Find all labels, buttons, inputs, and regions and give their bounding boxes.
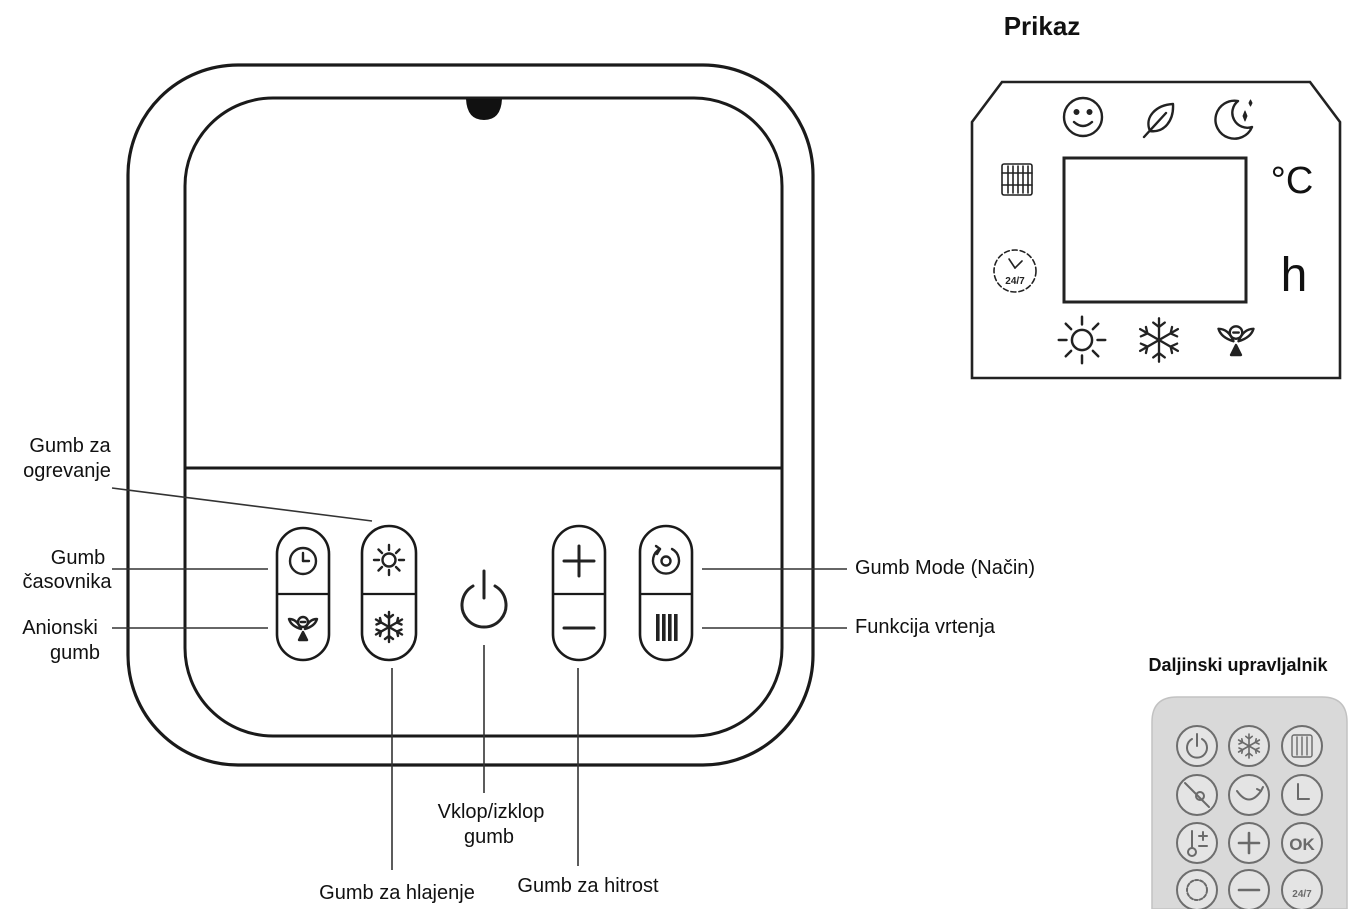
timer-24-7-icon: 24/7 bbox=[993, 249, 1037, 293]
remote-power-button[interactable] bbox=[1176, 725, 1218, 767]
timer-button-label-line2: časovnika bbox=[23, 571, 113, 593]
remote-sleep-icon bbox=[1236, 786, 1264, 801]
heat-cool-button-pill[interactable] bbox=[360, 524, 418, 662]
sensor-notch bbox=[466, 99, 502, 120]
remote-ok-label: OK bbox=[1289, 835, 1315, 854]
remote-title: Daljinski upravljalnik bbox=[1148, 655, 1328, 675]
remote-24-7-label: 24/7 bbox=[1292, 889, 1312, 900]
timer-button-label-line1: Gumb bbox=[51, 547, 105, 569]
display-title: Prikaz bbox=[1004, 11, 1081, 41]
remote-temperature-button[interactable] bbox=[1176, 822, 1218, 864]
anion-button-label-line2: gumb bbox=[50, 642, 100, 664]
heat-button-label-line2: ogrevanje bbox=[23, 460, 111, 482]
remote-ok-button[interactable]: OK bbox=[1281, 822, 1323, 864]
mode-button-label: Gumb Mode (Način) bbox=[855, 557, 1035, 579]
remote-thermometer-icon bbox=[1187, 830, 1208, 857]
display-screen bbox=[1062, 156, 1248, 304]
leaf-icon bbox=[1142, 102, 1175, 139]
remote-heater-button[interactable] bbox=[1281, 725, 1323, 767]
speed-button-pill[interactable] bbox=[551, 524, 607, 662]
smiley-icon bbox=[1062, 96, 1104, 138]
power-icon[interactable] bbox=[460, 569, 508, 629]
display-panel: 24/7 °C h bbox=[970, 80, 1342, 380]
remote-sleep-button[interactable] bbox=[1228, 774, 1270, 816]
rotation-icon[interactable] bbox=[651, 544, 681, 575]
remote-plus-icon bbox=[1237, 831, 1261, 855]
swing-icon[interactable] bbox=[656, 614, 678, 641]
remote-heater-icon bbox=[1291, 734, 1313, 758]
callout-lines bbox=[111, 487, 847, 870]
remote-anion-icon bbox=[1184, 782, 1210, 808]
device-outer-frame bbox=[126, 63, 815, 767]
remote-cool-button[interactable] bbox=[1228, 725, 1270, 767]
remote-timer-button[interactable] bbox=[1281, 774, 1323, 816]
control-panel-device bbox=[126, 63, 815, 767]
remote-minus-button[interactable] bbox=[1228, 869, 1270, 909]
timer-anion-button-pill[interactable] bbox=[275, 526, 331, 662]
display-24-7-badge: 24/7 bbox=[1005, 276, 1025, 287]
heater-icon bbox=[1001, 163, 1033, 196]
mode-rotation-button-pill[interactable] bbox=[638, 524, 694, 662]
remote-24-7-button[interactable]: 24/7 bbox=[1281, 869, 1323, 909]
remote-plus-button[interactable] bbox=[1228, 822, 1270, 864]
remote-mode-button[interactable] bbox=[1176, 869, 1218, 909]
remote-control: OK 24/7 bbox=[1151, 696, 1348, 909]
cool-button-label: Gumb za hlajenje bbox=[319, 882, 475, 904]
speed-button-label: Gumb za hitrost bbox=[517, 875, 659, 897]
moon-icon bbox=[1214, 99, 1254, 140]
rotation-function-label: Funkcija vrtenja bbox=[855, 616, 996, 638]
power-button-label-line1: Vklop/izklop bbox=[438, 801, 545, 823]
celsius-unit: °C bbox=[1271, 160, 1314, 202]
plus-icon[interactable] bbox=[562, 544, 596, 578]
remote-anion-button[interactable] bbox=[1176, 774, 1218, 816]
anion-button-label-line1: Anionski bbox=[22, 617, 98, 639]
heat-button-label-line1: Gumb za bbox=[29, 435, 111, 457]
power-button-label-line2: gumb bbox=[464, 826, 514, 848]
hour-unit: h bbox=[1281, 249, 1308, 302]
remote-power-icon bbox=[1186, 733, 1208, 759]
clock-icon[interactable] bbox=[288, 546, 318, 576]
remote-clock-icon bbox=[1297, 783, 1310, 800]
remote-mode-icon bbox=[1186, 879, 1208, 901]
